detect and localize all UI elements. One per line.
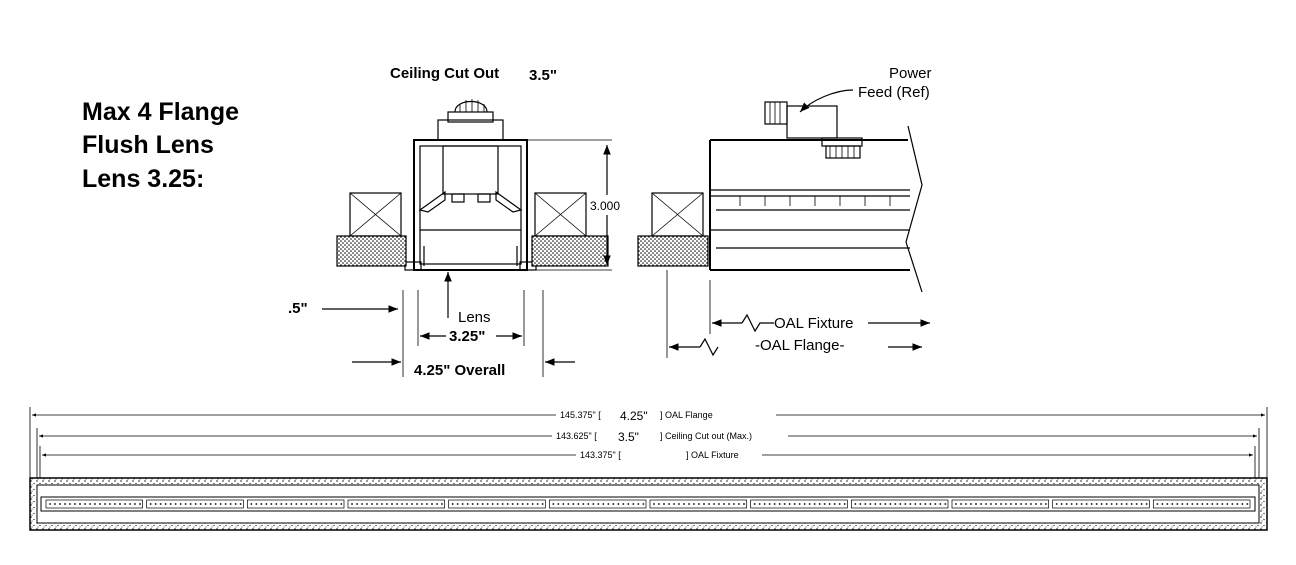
ceiling-cutout-label: Ceiling Cut Out [390,65,499,82]
connector-top [437,99,504,141]
led-module [448,499,546,509]
row1-inset: 4.25" [620,409,648,423]
row2-inset: 3.5" [618,430,639,444]
led-module [750,499,848,509]
led-modules [45,499,1251,509]
led-module [850,499,949,509]
lens-label: Lens [458,309,491,326]
led-module [1052,499,1150,509]
led-module [45,499,144,509]
row3-value: 143.375" [ [580,450,621,460]
height-dim-value: 3.000 [590,199,620,213]
ceiling-side [637,192,709,267]
flange-dimension: .5" [288,300,398,317]
fixture-body-side [709,125,923,293]
title-line-3: Lens 3.25: [82,165,204,193]
led-module [649,499,748,509]
oal-fixture-dimension: OAL Fixture [712,313,930,333]
row2-value: 143.625" [ [556,431,597,441]
row3-label: ] OAL Fixture [686,450,739,460]
overall-width-value: 4.25" Overall [414,362,505,379]
height-dimension: 3.000 [527,139,620,271]
section-view: Ceiling Cut Out 3.5" [288,65,620,379]
fixture-strip [29,477,1268,531]
led-module [1152,499,1251,509]
led-module [951,499,1050,509]
lens-width-dimension: 3.25" [420,328,522,345]
led-module [548,499,647,509]
side-view: Power Feed (Ref) [637,65,932,358]
power-feed-fitting [764,101,863,159]
oal-fixture-label: OAL Fixture [774,315,853,332]
length-dimensions: 145.375" [ 4.25" ] OAL Flange 143.625" [… [29,407,1268,478]
flange-dim-value: .5" [288,300,308,317]
overall-dimension: 4.25" Overall [352,358,575,379]
row1-label: ] OAL Flange [660,410,713,420]
led-module [347,499,446,509]
oal-flange-dimension: -OAL Flange- [669,337,922,357]
power-feed-line-2: Feed (Ref) [858,84,930,101]
row1-value: 145.375" [ [560,410,601,420]
ceiling-left [336,192,407,267]
ceiling-right [531,192,609,267]
title-line-1: Max 4 Flange [82,98,239,126]
ceiling-cutout-value: 3.5" [529,67,557,84]
title-line-2: Flush Lens [82,131,214,159]
power-feed-line-1: Power [889,65,932,82]
title-block: Max 4 Flange Flush Lens Lens 3.25: [82,98,239,193]
lens-callout: Lens [444,272,491,326]
led-module [146,499,244,509]
housing-section [404,139,537,271]
lens-width-value: 3.25" [449,328,485,345]
led-module [246,499,345,509]
row2-label: ] Ceiling Cut out (Max.) [660,431,752,441]
oal-flange-label: -OAL Flange- [755,337,844,354]
